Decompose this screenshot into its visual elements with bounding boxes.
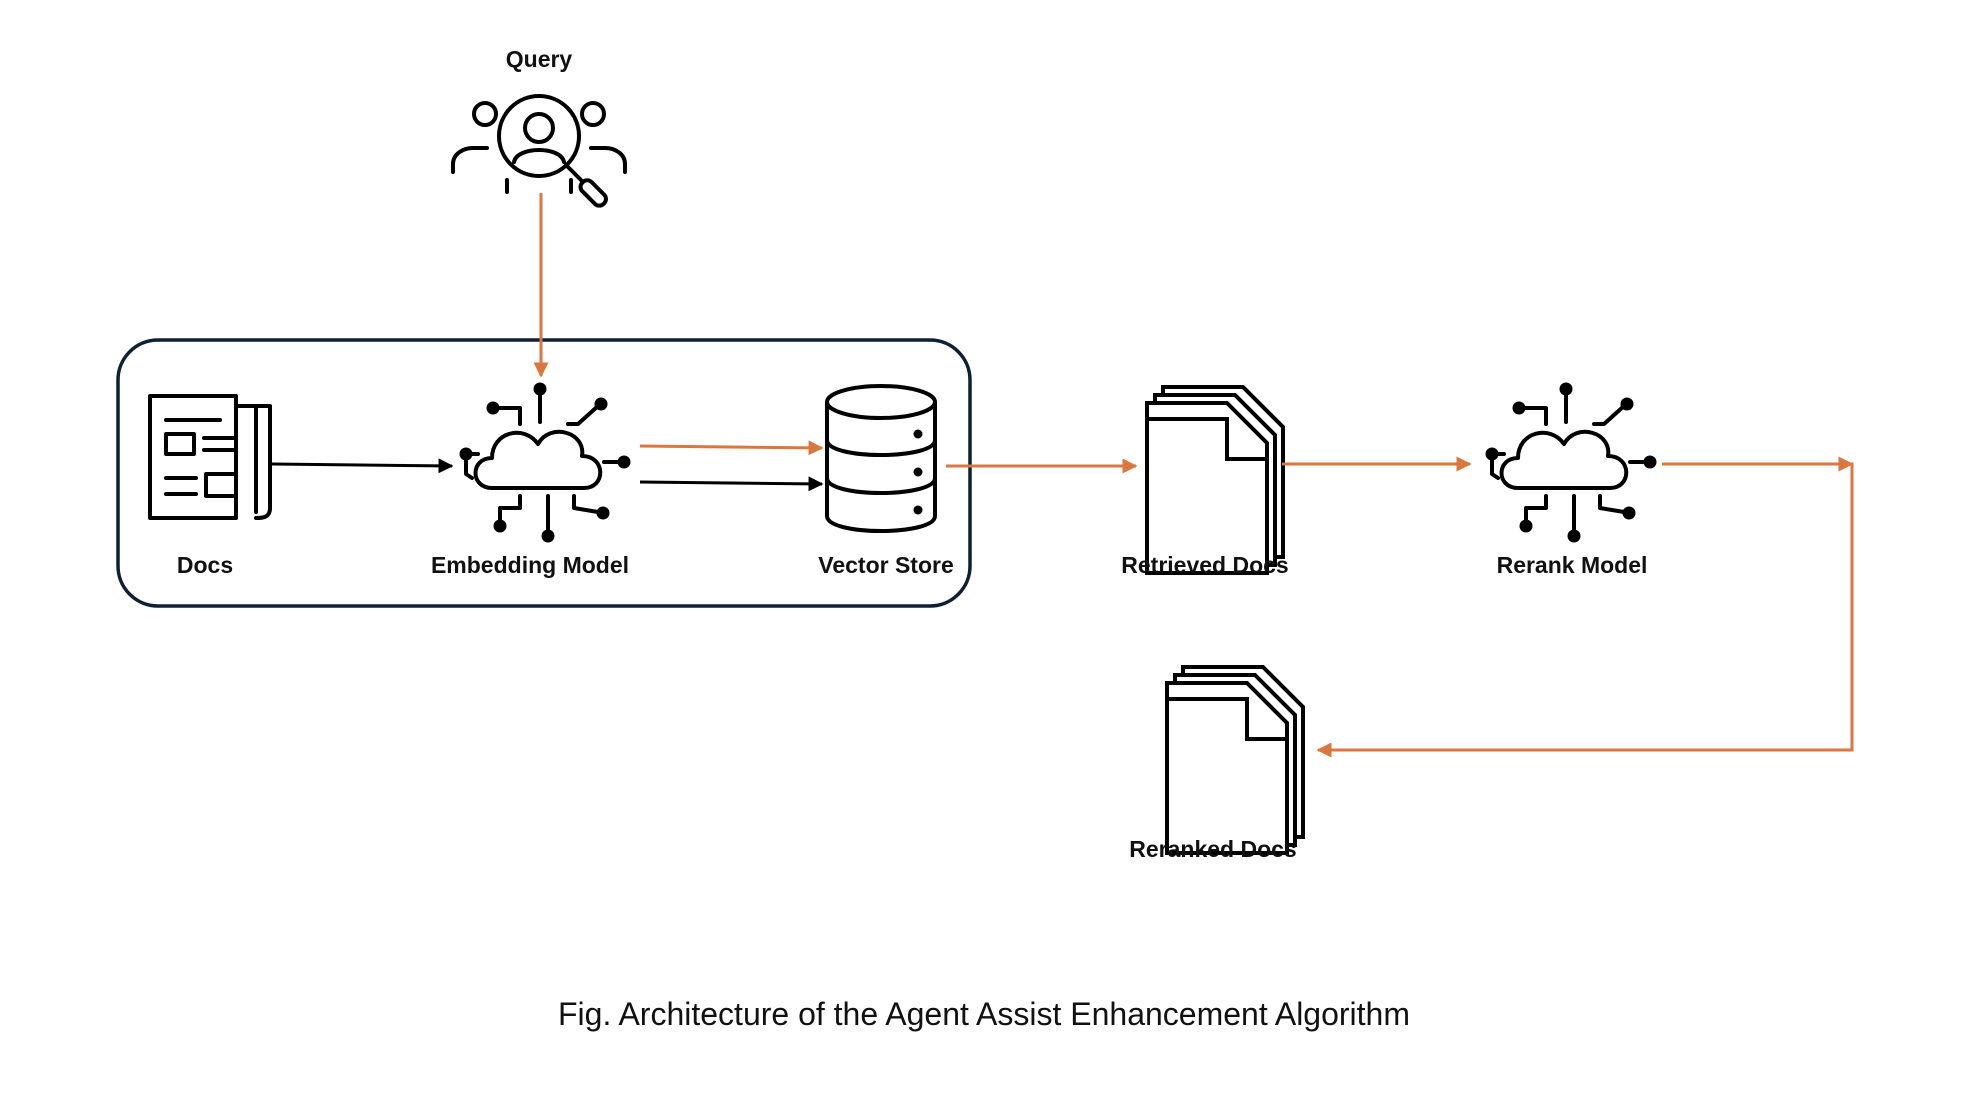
cloud-network-icon (457, 380, 633, 545)
document-stack-icon (1165, 665, 1305, 855)
figure-caption: Fig. Architecture of the Agent Assist En… (558, 996, 1410, 1032)
database-icon (825, 384, 937, 533)
document-stack-icon (1145, 385, 1285, 575)
cloud-network-icon (1483, 380, 1659, 545)
ingestion-group-box (116, 338, 972, 608)
node-label-vector-store: Vector Store (818, 552, 954, 578)
node-label-reranked-docs: Reranked Docs (1129, 836, 1296, 862)
node-label-retrieved-docs: Retrieved Docs (1121, 552, 1288, 578)
node-label-query: Query (506, 46, 573, 72)
node-label-rerank-model: Rerank Model (1497, 552, 1648, 578)
newspaper-icon (148, 394, 272, 520)
arrow-docs-to-embedding (271, 458, 454, 474)
node-label-embedding-model: Embedding Model (431, 552, 629, 578)
arrow-embedding-to-vector-store-docs (639, 476, 824, 492)
user-search-icon (451, 94, 627, 208)
arrow-rerank-to-reranked-docs (1316, 462, 1854, 758)
node-label-docs: Docs (177, 552, 233, 578)
arrow-embedding-to-vector-store-query (639, 440, 824, 456)
